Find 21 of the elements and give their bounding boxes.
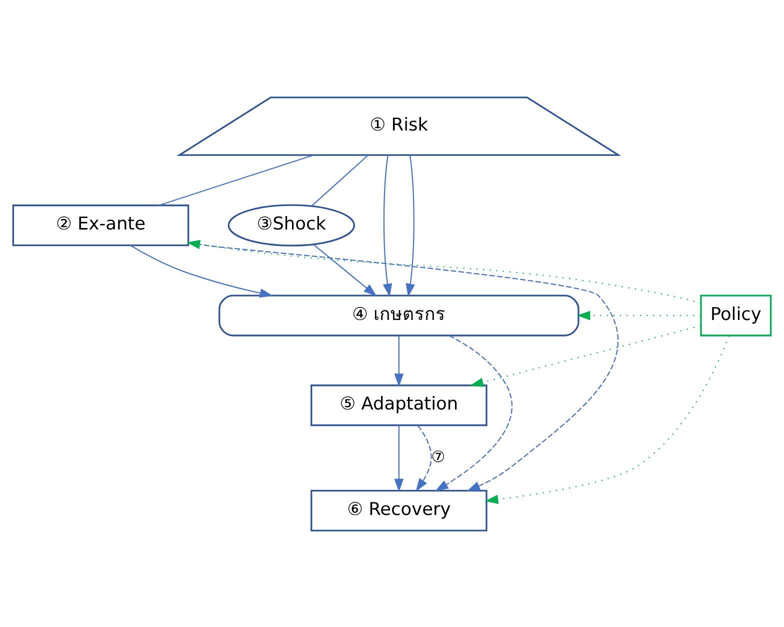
arrow	[416, 424, 432, 492]
arrow	[394, 335, 404, 386]
node-box: ② Ex-ante	[12, 204, 190, 246]
arrow	[576, 310, 701, 320]
node-ellipse: ③Shock	[228, 204, 356, 246]
arrow	[484, 335, 730, 504]
arrow	[406, 154, 415, 297]
arrow	[394, 424, 404, 492]
arrow	[470, 324, 701, 386]
edge-label: ⑦	[431, 448, 446, 466]
arrow	[130, 244, 274, 298]
connector	[158, 154, 314, 206]
node-box: Policy	[700, 294, 772, 336]
arrow	[382, 154, 392, 297]
node-box: ④ เกษตรกร	[218, 294, 580, 336]
connector	[311, 154, 368, 206]
arrow	[186, 239, 702, 304]
node-box: ⑥ Recovery	[310, 489, 488, 531]
arrow	[435, 334, 512, 491]
arrow	[313, 244, 377, 296]
node-box: ⑤ Adaptation	[310, 384, 488, 426]
